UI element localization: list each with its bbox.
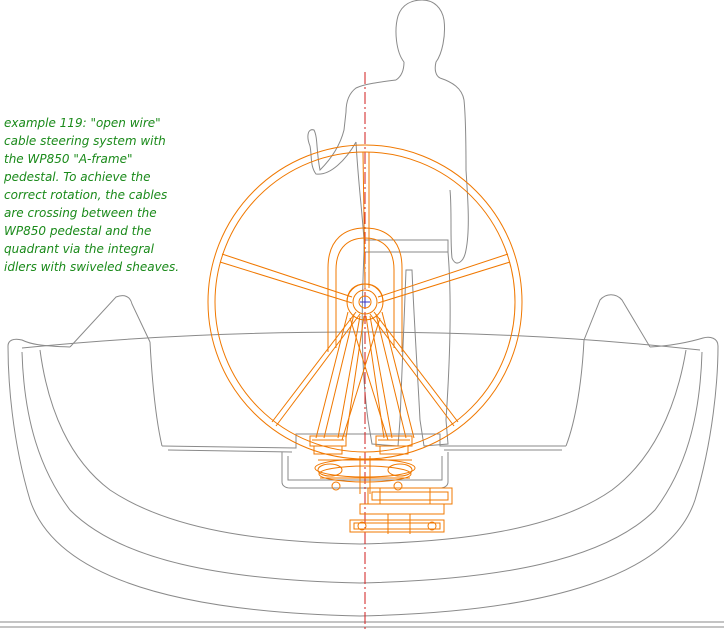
hull-outer bbox=[7, 336, 719, 617]
deck-sheer-line bbox=[21, 331, 701, 351]
idler-sheaves bbox=[309, 435, 413, 455]
diagram-caption: example 119: "open wire" cable steering … bbox=[4, 114, 214, 276]
hull-seat-left bbox=[69, 295, 151, 348]
helmsman-head bbox=[395, 0, 445, 79]
hull-seat-left-inner bbox=[149, 341, 163, 447]
caption-line-6: are crossing between the bbox=[4, 206, 157, 220]
caption-line-8: quadrant via the integral bbox=[4, 242, 154, 256]
caption-line-5: correct rotation, the cables bbox=[4, 188, 168, 202]
caption-line-3: the WP850 "A-frame" bbox=[4, 152, 133, 166]
helmsman-figure bbox=[307, 0, 469, 447]
hull-seat-right bbox=[583, 294, 651, 348]
wheel-hub-inner bbox=[358, 295, 372, 309]
helmsman-neck-left bbox=[395, 61, 405, 81]
caption-line-7: WP850 pedestal and the bbox=[4, 224, 152, 238]
hull-inner-2 bbox=[39, 349, 687, 545]
pedestal-head-inner bbox=[335, 237, 395, 348]
caption-line-4: pedestal. To achieve the bbox=[4, 170, 151, 184]
rudder-stock-fittings bbox=[349, 487, 453, 534]
caption-line-1: example 119: "open wire" bbox=[4, 116, 161, 130]
a-frame-pedestal-legs bbox=[315, 311, 415, 441]
hull-inner-1 bbox=[21, 351, 703, 584]
boat-hull-section bbox=[0, 294, 724, 628]
hub-center-marker bbox=[360, 297, 370, 307]
helmsman-waist bbox=[363, 239, 449, 253]
wheel-hub-mid bbox=[352, 289, 378, 315]
steering-wheel-rim-inner bbox=[214, 151, 516, 453]
steering-wheel-spokes bbox=[219, 151, 511, 427]
helmsman-legs bbox=[361, 251, 451, 447]
steering-system bbox=[207, 144, 523, 534]
caption-line-9: idlers with swiveled sheaves. bbox=[4, 260, 180, 274]
hull-seat-right-inner bbox=[565, 339, 585, 447]
helmsman-right-side bbox=[439, 77, 469, 264]
helmsman-torso-left-edge bbox=[355, 141, 365, 241]
rudder-quadrant bbox=[314, 456, 416, 494]
helmsman-torso bbox=[307, 79, 397, 175]
cockpit-floor-inner bbox=[167, 449, 293, 453]
pedestal-head-outer bbox=[327, 227, 403, 352]
cockpit-floor bbox=[161, 433, 566, 449]
caption-line-2: cable steering system with bbox=[4, 134, 166, 148]
